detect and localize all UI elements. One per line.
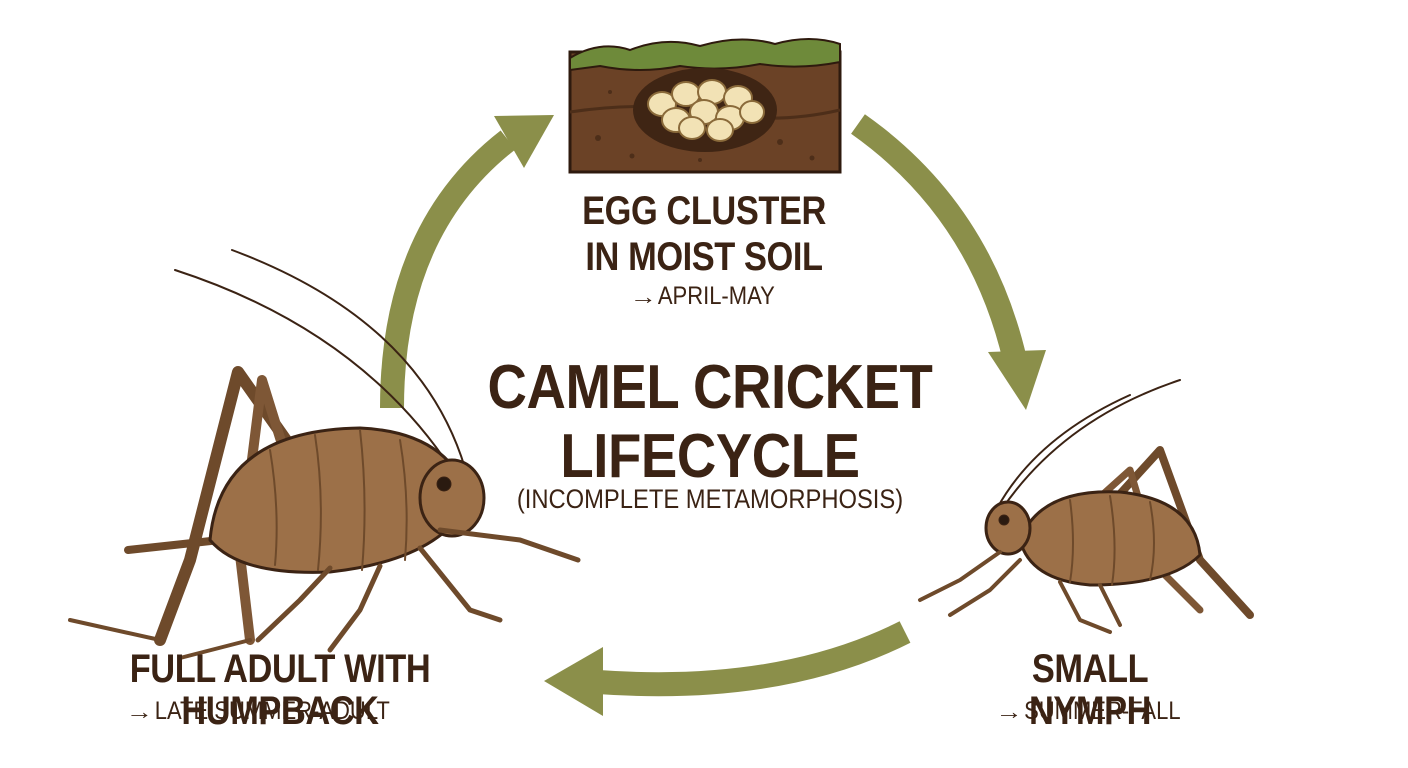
adult-eye <box>436 476 452 492</box>
eggs <box>647 79 765 142</box>
nymph-stage-period: →SUMMER-FALL <box>958 698 1222 724</box>
adult-antenna <box>231 249 466 469</box>
page-title: CAMEL CRICKET LIFECYCLE <box>472 355 947 489</box>
egg-stage-title: EGG CLUSTER IN MOIST SOIL <box>566 190 841 278</box>
egg-stage-title-line2: IN MOIST SOIL <box>585 235 823 279</box>
egg-stage-period: →APRIL-MAY <box>563 283 845 309</box>
nymph-head <box>984 500 1032 556</box>
nymph-front-legs <box>918 550 1122 634</box>
adult-front-legs <box>255 527 581 653</box>
page-subtitle: (INCOMPLETE METAMORPHOSIS) <box>516 484 904 514</box>
adult-antenna <box>174 269 453 471</box>
grass-strip <box>569 38 841 72</box>
arrowheads <box>494 115 1046 716</box>
arrow-adult-to-egg <box>380 130 516 409</box>
arrowhead-egg-to-nymph <box>988 350 1046 410</box>
nymph-body-bands <box>1069 495 1155 586</box>
nymph-eye <box>998 514 1010 526</box>
page-title-line1: CAMEL CRICKET <box>487 353 933 422</box>
nymph-stage-title: SMALL NYMPH <box>1028 647 1152 733</box>
egg-cluster-illustration <box>568 38 842 174</box>
nymph-antenna <box>997 379 1181 516</box>
egg-stage-title-line1: EGG CLUSTER <box>582 189 826 233</box>
adult-ovipositor <box>124 536 224 554</box>
adult-stage-title: FULL ADULT WITH HUMPBACK <box>129 647 431 733</box>
arrowhead-nymph-to-adult <box>544 647 603 716</box>
adult-stage-period: →LATE SUMMER-ADULT <box>84 698 436 724</box>
adult-body-bands <box>269 429 408 571</box>
right-arrow-icon: → <box>126 699 154 724</box>
adult-foot <box>68 618 252 660</box>
nymph-body <box>1018 490 1202 587</box>
cycle-arrows <box>380 114 1027 697</box>
nymph-cricket-illustration <box>918 379 1254 634</box>
arrowhead-adult-to-egg <box>494 115 554 168</box>
adult-cricket-illustration <box>68 249 581 660</box>
nymph-period-text: SUMMER-FALL <box>1024 697 1181 725</box>
right-arrow-icon: → <box>995 699 1023 724</box>
arrow-egg-to-nymph <box>851 114 1027 363</box>
egg-period-text: APRIL-MAY <box>657 282 775 310</box>
right-arrow-icon: → <box>629 284 657 309</box>
adult-period-text: LATE SUMMER-ADULT <box>154 697 390 725</box>
page-title-line2: LIFECYCLE <box>560 422 860 492</box>
adult-head <box>418 458 486 538</box>
arrow-nymph-to-adult <box>597 621 911 697</box>
nymph-antenna <box>991 394 1131 519</box>
